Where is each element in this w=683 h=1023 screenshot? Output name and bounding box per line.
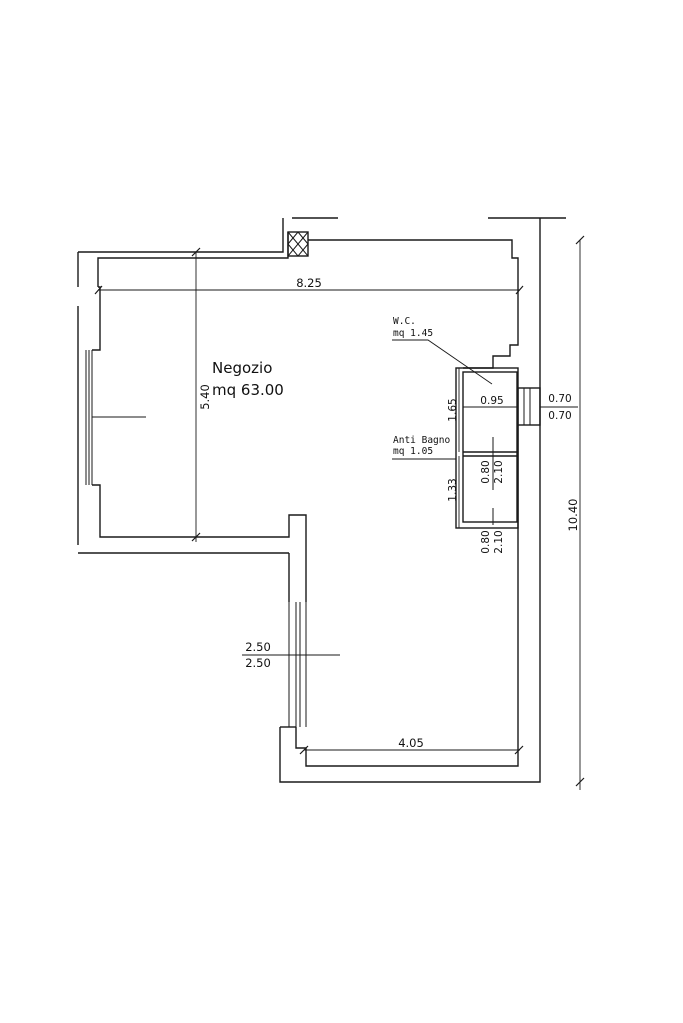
wall-inner-right-lower bbox=[295, 425, 519, 767]
room-name-main: Negozio bbox=[212, 359, 272, 377]
wall-inner-top-left bbox=[97, 232, 289, 287]
outer-walls bbox=[78, 217, 566, 783]
wall-inner-right bbox=[463, 290, 519, 369]
room-area-antibagno: mq 1.05 bbox=[393, 446, 433, 457]
wall-outer-top-left bbox=[78, 218, 284, 253]
bathroom-block bbox=[392, 339, 519, 529]
window-right-bottom: 0.70 bbox=[548, 410, 571, 422]
bathroom-inner bbox=[462, 371, 518, 523]
labels: Negozio mq 63.00 8.25 5.40 10.40 4.05 W.… bbox=[198, 276, 580, 750]
room-name-wc: W.C. bbox=[393, 316, 416, 327]
dim-width-top: 8.25 bbox=[296, 276, 322, 290]
left-wall bbox=[77, 252, 307, 602]
wall-outer-right bbox=[279, 218, 541, 783]
dim-wc-width: 0.95 bbox=[480, 395, 503, 407]
dim-height-total: 10.40 bbox=[566, 499, 580, 532]
window-right bbox=[517, 387, 541, 426]
dimension-lines bbox=[94, 235, 585, 790]
wall-inner-top-right bbox=[308, 239, 519, 290]
entrance-dim-top: 2.50 bbox=[245, 640, 271, 654]
entrance bbox=[242, 602, 340, 728]
door-antibagno-width: 0.80 bbox=[480, 530, 492, 553]
dim-antibagno-height: 1.33 bbox=[447, 478, 459, 501]
door-antibagno-height: 2.10 bbox=[493, 530, 505, 553]
dim-width-bottom: 4.05 bbox=[398, 736, 424, 750]
entrance-dim-bottom: 2.50 bbox=[245, 656, 271, 670]
room-area-main: mq 63.00 bbox=[212, 381, 284, 399]
bathroom-outer bbox=[455, 367, 519, 529]
door-wc-width: 0.80 bbox=[480, 460, 492, 483]
dim-wc-height: 1.65 bbox=[447, 398, 459, 421]
window-right-top: 0.70 bbox=[548, 393, 571, 405]
room-name-antibagno: Anti Bagno bbox=[393, 435, 450, 446]
door-wc-height: 2.10 bbox=[493, 460, 505, 483]
dim-height-left: 5.40 bbox=[198, 384, 212, 410]
room-area-wc: mq 1.45 bbox=[393, 328, 433, 339]
